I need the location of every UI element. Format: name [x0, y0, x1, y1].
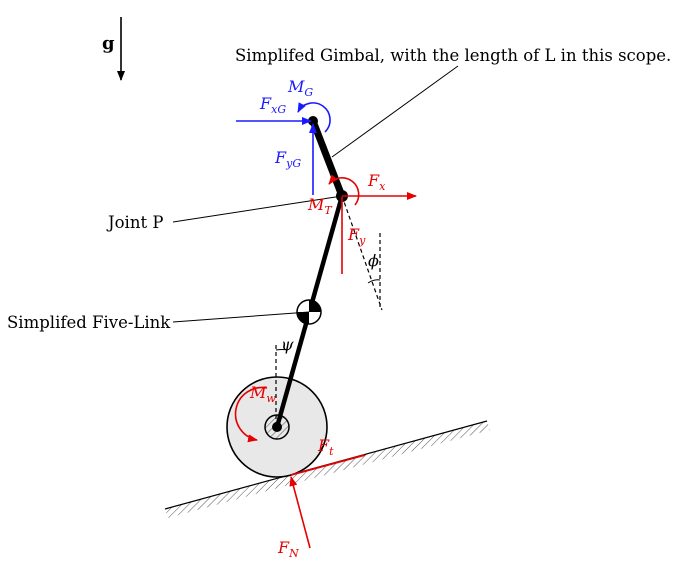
mg-label: MG: [287, 77, 313, 99]
wheel-forces: [234, 386, 366, 549]
gimbal-annotation: Simplifed Gimbal, with the length of L i…: [235, 46, 671, 65]
gravity-label: g: [102, 33, 115, 54]
mt-label: MT: [307, 195, 333, 217]
fx-label: Fx: [367, 171, 386, 193]
psi-label: ψ: [281, 335, 294, 354]
joint-annotation: Joint P: [106, 213, 163, 232]
ft-label: Ft: [317, 436, 334, 458]
gimbal-forces: [236, 102, 331, 195]
fivelink-annotation: Simplifed Five-Link: [7, 313, 171, 332]
gravity-indicator: g: [102, 17, 125, 81]
fy-label: Fy: [347, 225, 366, 247]
mw-label: Mw: [249, 383, 276, 405]
fxg-label: FxG: [259, 94, 286, 116]
phi-label: ϕ: [368, 251, 379, 270]
wheel-axle-dot: [272, 422, 282, 432]
gimbal-link: [309, 119, 346, 198]
angle-reference-lines: [275, 195, 383, 427]
joint-forces: [328, 174, 417, 274]
fyg-label: FyG: [274, 148, 301, 170]
fn-label: FN: [277, 538, 299, 560]
annotation-leaders: [172, 65, 459, 323]
